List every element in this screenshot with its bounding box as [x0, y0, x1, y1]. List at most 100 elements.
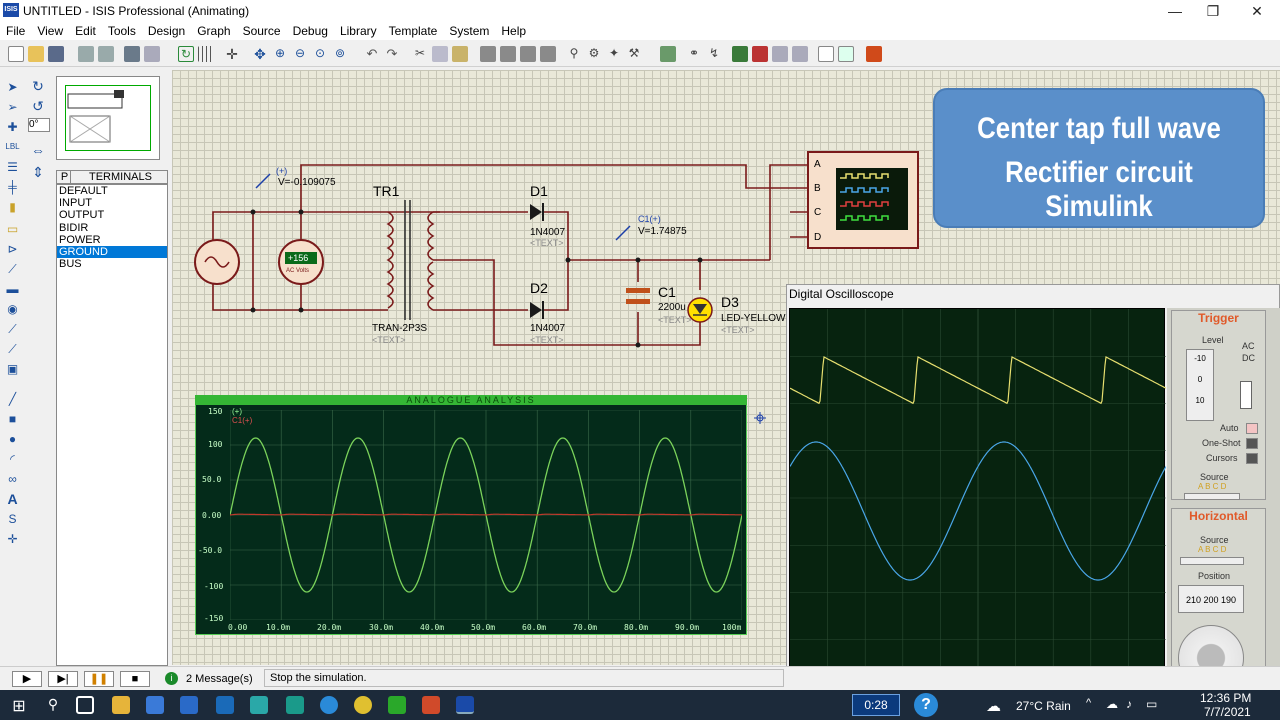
zoom-all-icon[interactable]: ⊙	[314, 46, 326, 60]
trigger-source-channels[interactable]: A B C D	[1198, 482, 1227, 491]
volume-icon[interactable]: ♪	[1126, 697, 1132, 711]
horizontal-source-slider[interactable]	[1180, 557, 1244, 565]
print-icon[interactable]	[124, 46, 140, 62]
grid-icon[interactable]	[198, 46, 214, 62]
recording-timer[interactable]: 0:28	[852, 694, 900, 716]
list-item[interactable]: BUS	[59, 258, 82, 271]
menu-tools[interactable]: Tools	[107, 24, 136, 38]
menu-template[interactable]: Template	[388, 24, 438, 38]
position-dial[interactable]: 210 200 190	[1178, 585, 1244, 613]
text-script-icon[interactable]: ☰	[7, 160, 18, 174]
undo-icon[interactable]: ↶	[366, 46, 378, 61]
box-tool-icon[interactable]: ■	[8, 412, 17, 426]
isis-taskbar-icon[interactable]	[456, 696, 474, 714]
block-copy-icon[interactable]	[480, 46, 496, 62]
rotate-cw-icon[interactable]: ↻	[32, 78, 44, 94]
zoom-in-icon[interactable]: ⊕	[274, 46, 286, 60]
arc-tool-icon[interactable]: ◜	[10, 452, 15, 466]
play-button[interactable]: ▶	[12, 671, 42, 687]
erc-icon[interactable]	[838, 46, 854, 62]
wire-autorouter-icon[interactable]	[660, 46, 676, 62]
voltage-probe-icon[interactable]: ⟋	[8, 322, 17, 336]
pan-icon[interactable]: ✥	[254, 46, 266, 62]
circle-tool-icon[interactable]: ●	[8, 432, 17, 446]
open-icon[interactable]	[28, 46, 44, 62]
app-icon[interactable]	[216, 696, 234, 714]
mail-icon[interactable]	[180, 696, 198, 714]
list-item[interactable]: BIDIR	[59, 221, 89, 234]
pause-button[interactable]: ❚❚	[84, 671, 114, 687]
mirror-x-icon[interactable]: ⇔	[31, 142, 45, 158]
current-probe-icon[interactable]: ⟋	[8, 342, 17, 356]
selection-mode-icon[interactable]: ➤	[7, 80, 18, 94]
block-move-icon[interactable]	[500, 46, 516, 62]
paste-icon[interactable]	[452, 46, 468, 62]
decompose-icon[interactable]: ⚒	[628, 46, 640, 60]
menu-source[interactable]: Source	[242, 24, 281, 38]
pick-tab[interactable]: P	[59, 171, 71, 183]
step-button[interactable]: ▶|	[48, 671, 78, 687]
messages-count[interactable]: 2 Message(s)	[186, 673, 253, 685]
ac-label[interactable]: AC	[1242, 341, 1255, 351]
diode-d1[interactable]	[530, 203, 544, 221]
component-mode-icon[interactable]: ➢	[7, 100, 18, 114]
chrome-icon[interactable]	[354, 696, 372, 714]
origin-icon[interactable]: ✛	[226, 46, 238, 62]
overview-window[interactable]	[56, 76, 160, 160]
led-d3[interactable]	[687, 297, 713, 323]
voltage-probe-1[interactable]	[255, 173, 271, 189]
goto-sheet-icon[interactable]	[772, 46, 788, 62]
line-tool-icon[interactable]: ╱	[8, 392, 17, 406]
export-icon[interactable]	[98, 46, 114, 62]
tray-chevron-icon[interactable]: ^	[1086, 697, 1092, 709]
ares-icon[interactable]	[866, 46, 882, 62]
search-taskbar-icon[interactable]: ⚲	[47, 696, 59, 712]
dc-label[interactable]: DC	[1242, 353, 1255, 363]
search-icon[interactable]: ⚭	[688, 46, 700, 60]
rotation-field[interactable]: 0°	[28, 118, 50, 132]
copy-icon[interactable]	[432, 46, 448, 62]
list-item-selected[interactable]: GROUND	[57, 245, 167, 259]
capacitor-c1[interactable]	[626, 288, 650, 304]
list-item[interactable]: POWER	[59, 233, 101, 246]
powerpoint-icon[interactable]	[422, 696, 440, 714]
list-item[interactable]: DEFAULT	[59, 185, 108, 197]
trigger-source-slider[interactable]	[1184, 493, 1240, 500]
terminals-mode-icon[interactable]: ▭	[6, 222, 19, 236]
generator-mode-icon[interactable]: ◉	[7, 302, 18, 316]
menu-help[interactable]: Help	[501, 24, 527, 38]
oscilloscope-instrument[interactable]	[807, 151, 919, 249]
remove-sheet-icon[interactable]	[752, 46, 768, 62]
list-item[interactable]: OUTPUT	[59, 209, 105, 222]
make-device-icon[interactable]: ⚙	[588, 46, 600, 60]
graph-mode-icon[interactable]: ⟋	[8, 262, 17, 276]
app-icon[interactable]	[286, 696, 304, 714]
one-shot-button[interactable]	[1246, 438, 1258, 449]
voltage-probe-2[interactable]	[615, 225, 631, 241]
ac-source[interactable]	[194, 239, 240, 285]
horizontal-source-channels[interactable]: A B C D	[1198, 545, 1227, 554]
zoom-child-icon[interactable]	[792, 46, 808, 62]
clock-date[interactable]: 7/7/2021	[1204, 705, 1251, 719]
junction-dot-icon[interactable]: ✚	[7, 120, 18, 134]
menu-debug[interactable]: Debug	[292, 24, 328, 38]
redo-icon[interactable]: ↷	[386, 46, 398, 61]
edge-icon[interactable]	[320, 696, 338, 714]
block-delete-icon[interactable]	[540, 46, 556, 62]
level-dial[interactable]: -10 0 10	[1186, 349, 1214, 421]
save-icon[interactable]	[48, 46, 64, 62]
import-icon[interactable]	[78, 46, 94, 62]
mirror-y-icon[interactable]: ⇕	[32, 164, 44, 180]
ac-voltmeter[interactable]	[278, 239, 324, 285]
menu-view[interactable]: View	[37, 24, 64, 38]
app-icon[interactable]	[250, 696, 268, 714]
close-button[interactable]: ✕	[1251, 3, 1263, 19]
terminals-list[interactable]: DEFAULT INPUT OUTPUT BIDIR POWER GROUND …	[56, 184, 168, 666]
weather-text[interactable]: 27°C Rain	[1016, 699, 1071, 713]
block-rotate-icon[interactable]	[520, 46, 536, 62]
help-icon[interactable]: ?	[914, 693, 938, 717]
transformer-tr1[interactable]	[386, 200, 435, 320]
task-view-icon[interactable]	[76, 696, 94, 714]
device-pins-icon[interactable]: ⊳	[7, 242, 18, 256]
clock-time[interactable]: 12:36 PM	[1200, 691, 1252, 705]
